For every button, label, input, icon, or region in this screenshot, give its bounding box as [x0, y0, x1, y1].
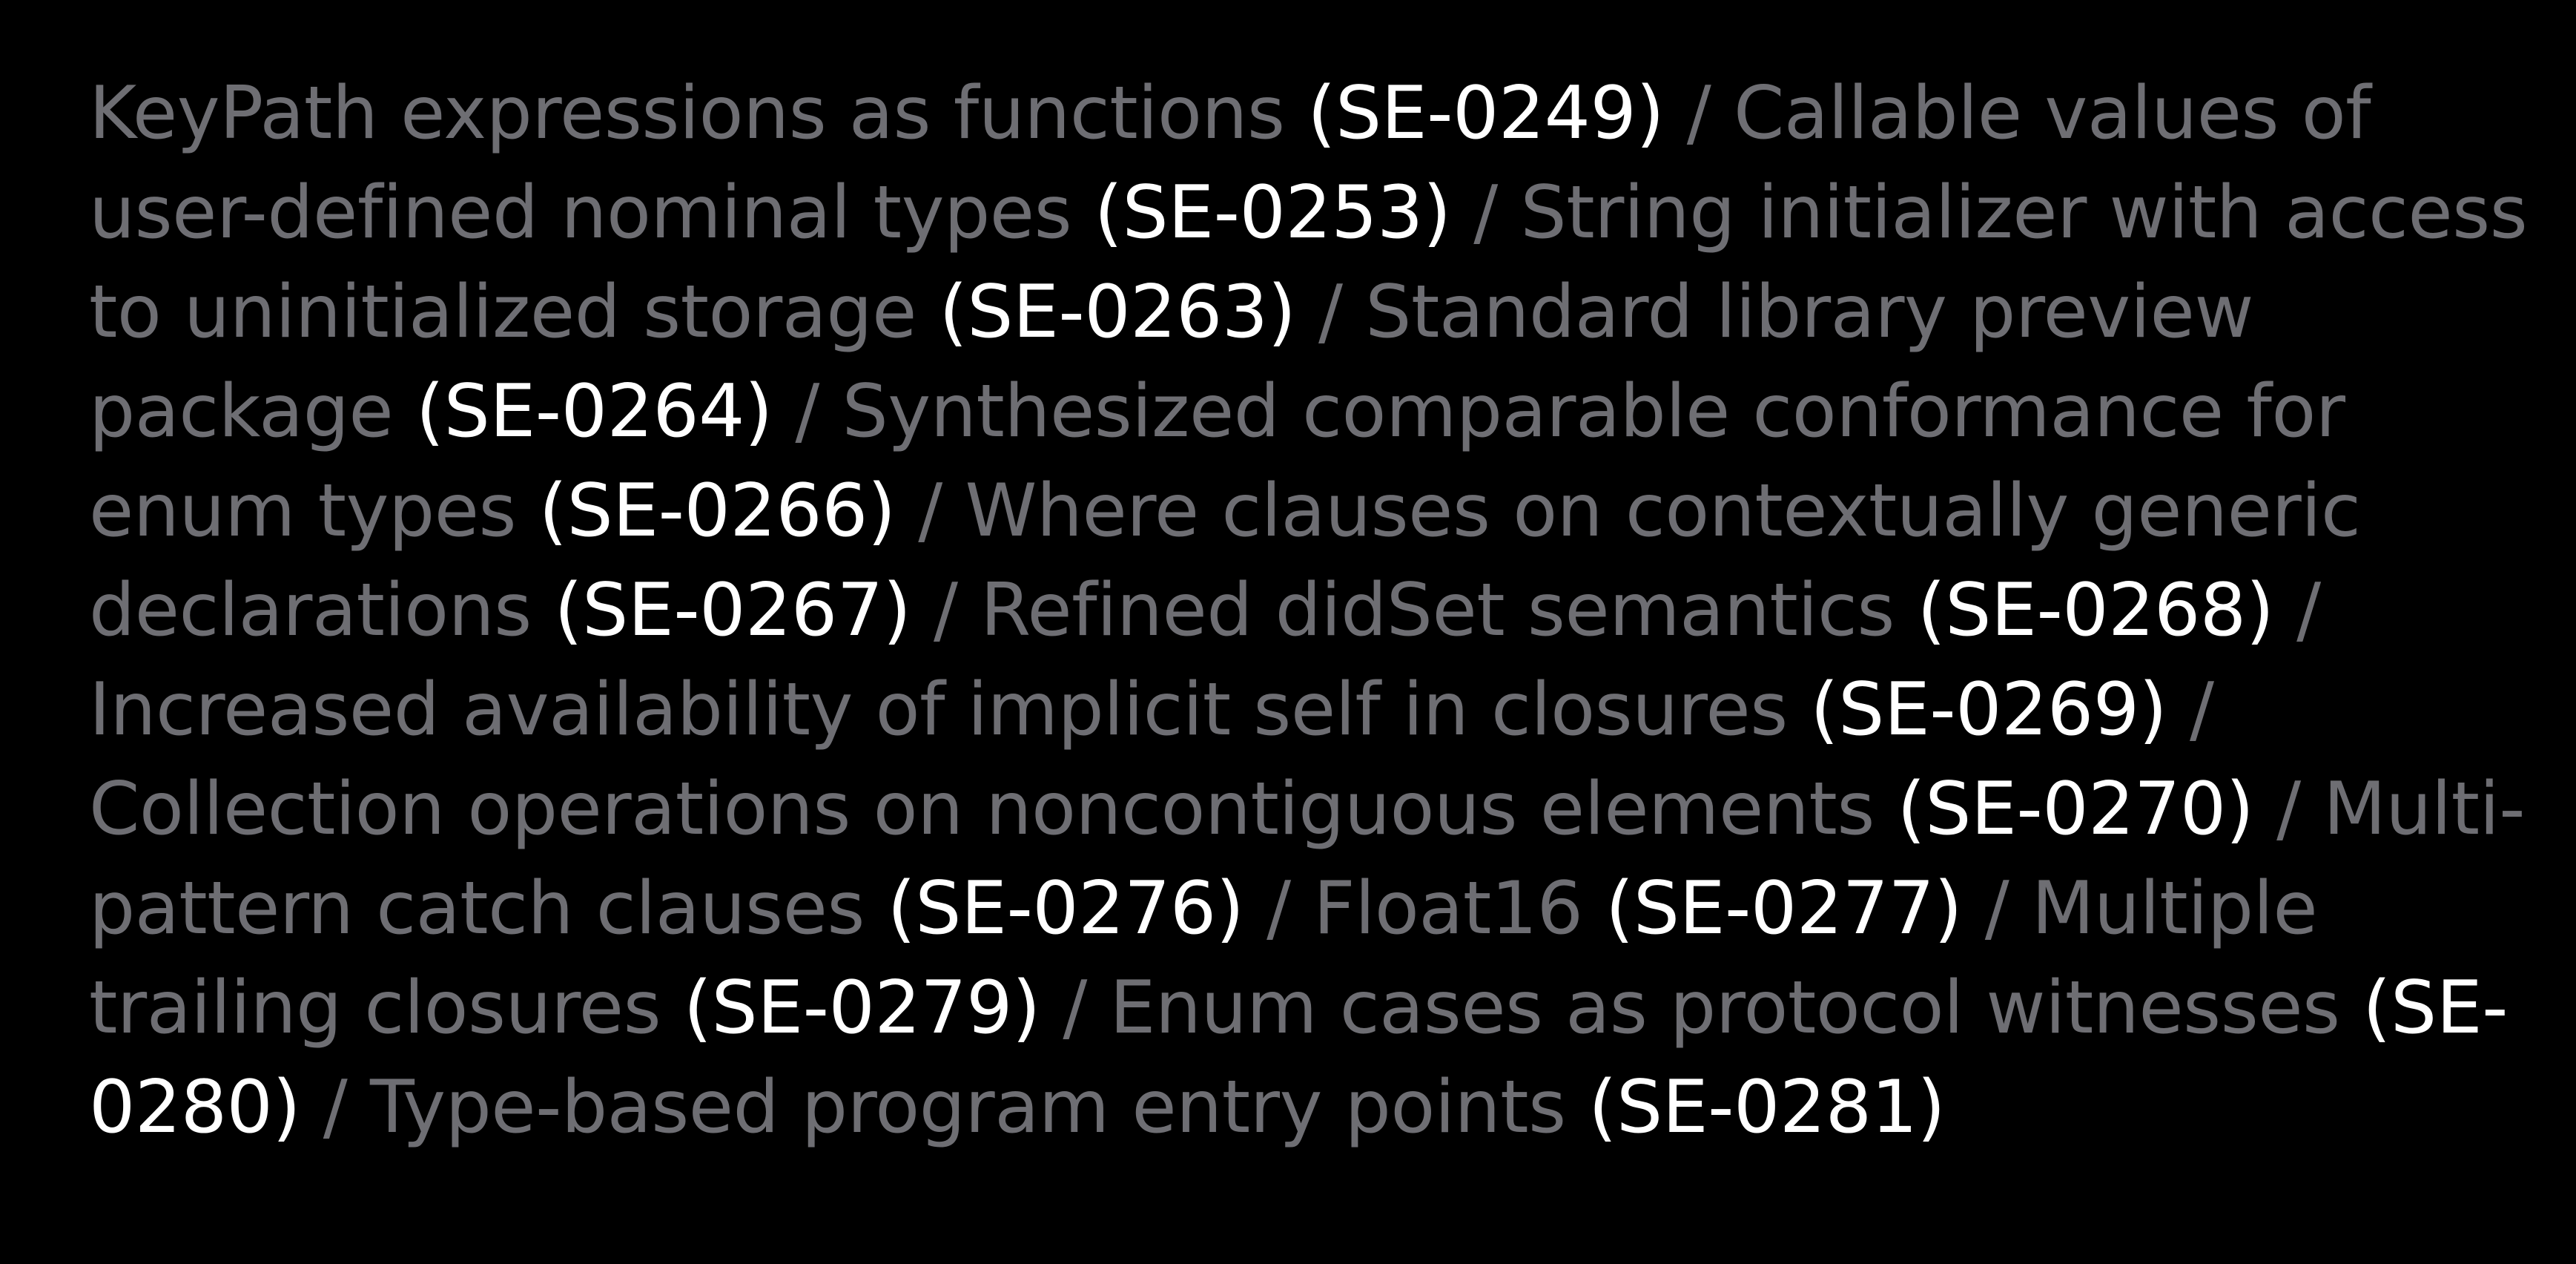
proposal-code: (SE-0270)	[1897, 767, 2254, 852]
separator: /	[918, 469, 942, 553]
proposal-title: Multi-pattern catch clauses	[89, 767, 2526, 951]
separator: /	[1984, 866, 2009, 951]
proposal-title: String initializer with access to uninit…	[89, 171, 2528, 355]
separator: /	[1063, 966, 1087, 1050]
proposal-code: (SE-0249)	[1307, 71, 1665, 156]
proposal-code: (SE-0268)	[1917, 568, 2274, 653]
proposal-code: (SE-0253)	[1094, 171, 1451, 255]
proposal-code: (SE-0279)	[683, 966, 1040, 1050]
proposal-title: Standard library preview package	[89, 270, 2253, 454]
separator: /	[1473, 171, 1498, 255]
proposal-title: Float16	[1313, 866, 1583, 951]
proposal-code: (SE-0266)	[538, 469, 896, 553]
proposal-title: Increased availability of implicit self …	[89, 668, 1788, 752]
proposal-title: Where clauses on contextually generic de…	[89, 469, 2361, 653]
separator: /	[1686, 71, 1711, 156]
proposal-code: (SE-0269)	[1810, 668, 2167, 752]
separator: /	[323, 1065, 348, 1150]
proposal-code: (SE-0280)	[89, 966, 2509, 1150]
proposal-title: Multiple trailing closures	[89, 866, 2318, 1050]
proposal-code: (SE-0277)	[1605, 866, 1963, 951]
proposal-title: Collection operations on noncontiguous e…	[89, 767, 1875, 852]
separator: /	[2276, 767, 2301, 852]
separator: /	[2296, 568, 2321, 653]
separator: /	[933, 568, 958, 653]
separator: /	[1266, 866, 1291, 951]
proposal-code: (SE-0276)	[887, 866, 1244, 951]
proposal-list: KeyPath expressions as functions (SE-024…	[89, 64, 2551, 1157]
proposal-code: (SE-0281)	[1588, 1065, 1946, 1150]
proposal-title: Refined didSet semantics	[980, 568, 1895, 653]
proposal-title: KeyPath expressions as functions	[89, 71, 1285, 156]
separator: /	[2189, 668, 2214, 752]
proposal-code: (SE-0264)	[415, 369, 773, 454]
proposal-title: Type-based program entry points	[369, 1065, 1566, 1150]
proposal-title: Callable values of user-defined nominal …	[89, 71, 2371, 255]
proposal-code: (SE-0267)	[554, 568, 911, 653]
proposal-title: Synthesized comparable conformance for e…	[89, 369, 2345, 553]
proposal-code: (SE-0263)	[939, 270, 1296, 355]
separator: /	[795, 369, 819, 454]
separator: /	[1318, 270, 1343, 355]
proposal-title: Enum cases as protocol witnesses	[1109, 966, 2341, 1050]
